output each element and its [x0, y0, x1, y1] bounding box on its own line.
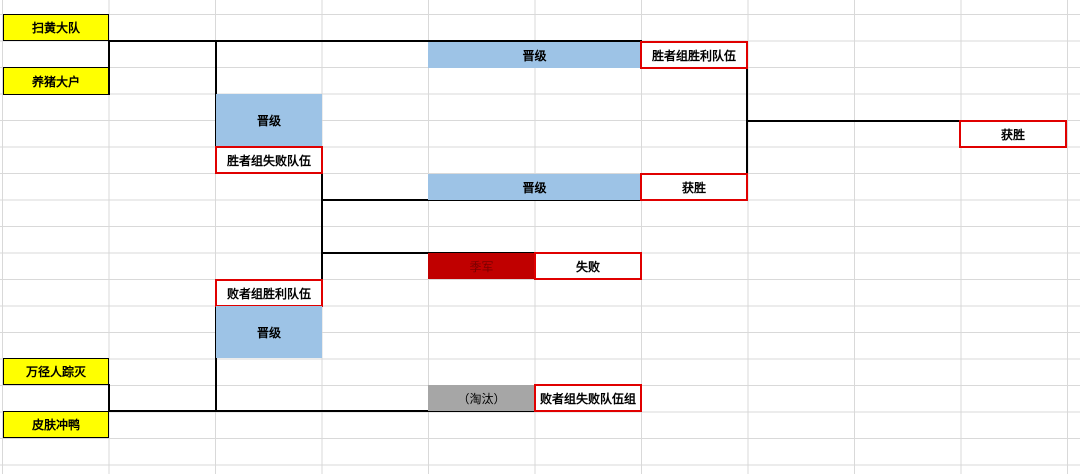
advance-cell[interactable]: 晋级 [216, 306, 322, 358]
connector-line [746, 120, 960, 122]
connector-line [321, 199, 641, 201]
connector-line [108, 384, 110, 411]
connector-line [108, 40, 642, 42]
team-cell[interactable]: 扫黄大队 [3, 14, 109, 41]
losers-bracket-winner-cell[interactable]: 败者组胜利队伍 [215, 279, 323, 307]
connector-line [321, 173, 323, 306]
third-place-cell[interactable]: 季军 [428, 253, 535, 279]
team-cell[interactable]: 养猪大户 [3, 67, 109, 95]
connector-line [108, 410, 536, 412]
advance-cell[interactable]: 晋级 [216, 94, 322, 147]
team-cell[interactable]: 皮肤冲鸭 [3, 411, 109, 438]
team-cell[interactable]: 万径人踪灭 [3, 358, 109, 385]
losers-bracket-loser-cell[interactable]: 败者组失败队伍组 [534, 384, 642, 412]
connector-line [321, 252, 534, 254]
eliminated-cell[interactable]: （淘汰） [428, 385, 535, 411]
winners-bracket-loser-cell[interactable]: 胜者组失败队伍 [215, 146, 323, 174]
advance-cell[interactable]: 晋级 [428, 42, 641, 68]
win-cell[interactable]: 获胜 [640, 173, 748, 201]
advance-cell[interactable]: 晋级 [428, 174, 641, 200]
final-winner-cell[interactable]: 获胜 [959, 120, 1067, 148]
lose-cell[interactable]: 失败 [534, 252, 642, 280]
winners-bracket-winner-cell[interactable]: 胜者组胜利队伍 [640, 41, 748, 69]
